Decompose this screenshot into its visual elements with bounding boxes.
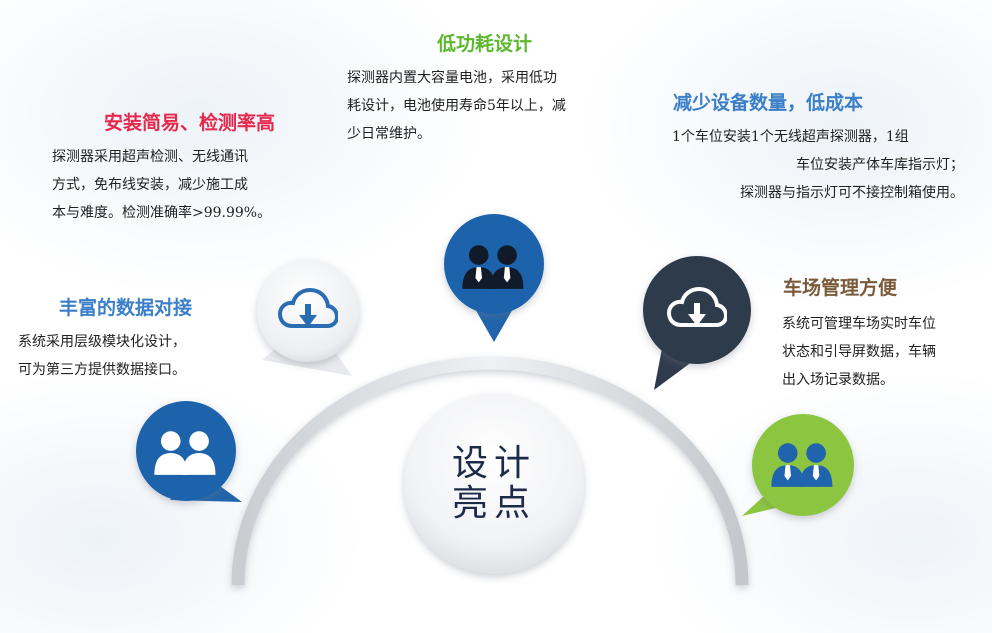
people-bubble-right bbox=[742, 414, 854, 516]
people-bubble-top bbox=[444, 214, 544, 342]
easy-install-desc-line: 探测器采用超声检测、无线通讯 bbox=[52, 149, 248, 165]
reduce-devices-desc-line: 1个车位安装1个无线超声探测器，1组 bbox=[672, 129, 909, 145]
low-power-desc-line: 探测器内置大容量电池，采用低功 bbox=[347, 70, 557, 86]
reduce-devices-desc-line: 车位安装产体车库指示灯； bbox=[796, 157, 964, 173]
low-power-desc-line: 耗设计，电池使用寿命5年以上，减 bbox=[347, 98, 566, 114]
cloud-bubble-right bbox=[643, 256, 751, 390]
center-label-line2: 亮点 bbox=[451, 483, 536, 524]
lot-management-title: 车场管理方便 bbox=[783, 277, 898, 299]
easy-install-title: 安装简易、检测率高 bbox=[104, 112, 276, 134]
low-power-title: 低功耗设计 bbox=[437, 33, 533, 55]
center-label: 设计 亮点 bbox=[418, 444, 570, 524]
easy-install-desc-line: 方式，免布线安装，减少施工成 bbox=[52, 177, 248, 193]
data-interface-desc: 系统采用层级模块化设计， 可为第三方提供数据接口。 bbox=[18, 328, 186, 384]
low-power-desc-line: 少日常维护。 bbox=[347, 126, 431, 142]
center-arc bbox=[231, 356, 749, 586]
center-label-line1: 设计 bbox=[451, 443, 536, 484]
reduce-devices-desc-line: 探测器与指示灯可不接控制箱使用。 bbox=[740, 185, 964, 201]
cloud-bubble-left bbox=[257, 260, 359, 376]
lot-management-desc: 系统可管理车场实时车位 状态和引导屏数据，车辆 出入场记录数据。 bbox=[782, 310, 936, 394]
lot-management-desc-line: 状态和引导屏数据，车辆 bbox=[782, 344, 936, 360]
reduce-devices-desc: 1个车位安装1个无线超声探测器，1组 车位安装产体车库指示灯； 探测器与指示灯可… bbox=[672, 123, 964, 207]
people-bubble-left bbox=[136, 401, 242, 502]
data-interface-desc-line: 系统采用层级模块化设计， bbox=[18, 334, 186, 350]
data-interface-desc-line: 可为第三方提供数据接口。 bbox=[18, 362, 186, 378]
center-circle bbox=[404, 394, 584, 574]
data-interface-title: 丰富的数据对接 bbox=[59, 297, 193, 319]
low-power-desc: 探测器内置大容量电池，采用低功 耗设计，电池使用寿命5年以上，减 少日常维护。 bbox=[347, 64, 566, 148]
easy-install-desc-line: 本与难度。检测准确率>99.99%。 bbox=[52, 205, 272, 221]
easy-install-desc: 探测器采用超声检测、无线通讯 方式，免布线安装，减少施工成 本与难度。检测准确率… bbox=[52, 143, 271, 227]
lot-management-desc-line: 出入场记录数据。 bbox=[782, 372, 894, 388]
lot-management-desc-line: 系统可管理车场实时车位 bbox=[782, 316, 936, 332]
reduce-devices-title: 减少设备数量，低成本 bbox=[673, 92, 864, 114]
